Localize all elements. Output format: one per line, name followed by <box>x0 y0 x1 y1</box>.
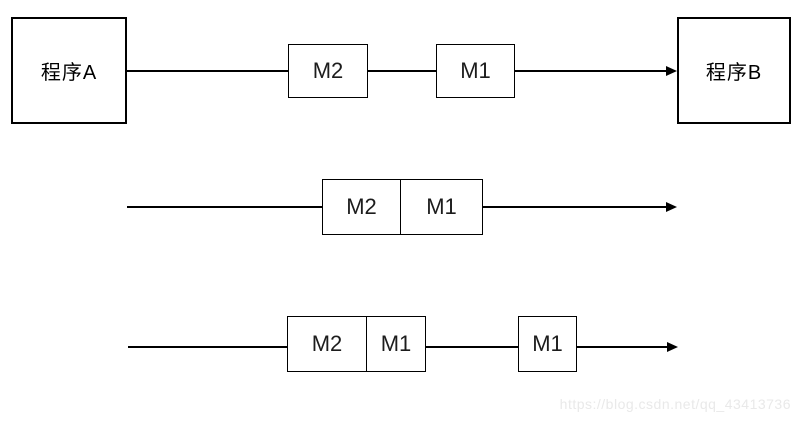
message-label: M2 <box>346 194 377 219</box>
message-label: M1 <box>532 331 563 356</box>
arrowhead-icon <box>666 202 677 212</box>
program-b-label: 程序B <box>705 62 763 84</box>
message-box-m1: M1 <box>518 316 577 372</box>
joined-message-boxes: M2 M1 <box>322 179 483 235</box>
arrowhead-icon <box>667 342 678 352</box>
message-box-m2: M2 <box>322 179 401 235</box>
flow-line <box>577 346 667 348</box>
message-label: M1 <box>460 58 491 83</box>
flow-line <box>368 70 436 72</box>
message-box-m1: M1 <box>401 179 483 235</box>
message-box-m1: M1 <box>367 316 426 372</box>
message-box-m2: M2 <box>288 44 368 98</box>
message-label: M2 <box>312 58 344 83</box>
message-label: M1 <box>380 331 412 356</box>
watermark-text: https://blog.csdn.net/qq_43413736 <box>559 396 791 412</box>
joined-message-boxes: M2 M1 <box>287 316 426 372</box>
program-b-box: 程序B <box>677 17 791 124</box>
flow-line <box>483 206 667 208</box>
arrowhead-icon <box>666 66 677 76</box>
message-label: M2 <box>311 331 343 356</box>
flow-line <box>127 70 288 72</box>
flow-line <box>426 346 518 348</box>
program-a-label: 程序A <box>40 62 98 84</box>
flow-line <box>127 206 322 208</box>
flow-line <box>515 70 667 72</box>
message-box-m1: M1 <box>436 44 515 98</box>
flow-line <box>128 346 287 348</box>
message-box-m2: M2 <box>287 316 367 372</box>
program-a-box: 程序A <box>11 17 127 124</box>
message-label: M1 <box>426 194 457 219</box>
